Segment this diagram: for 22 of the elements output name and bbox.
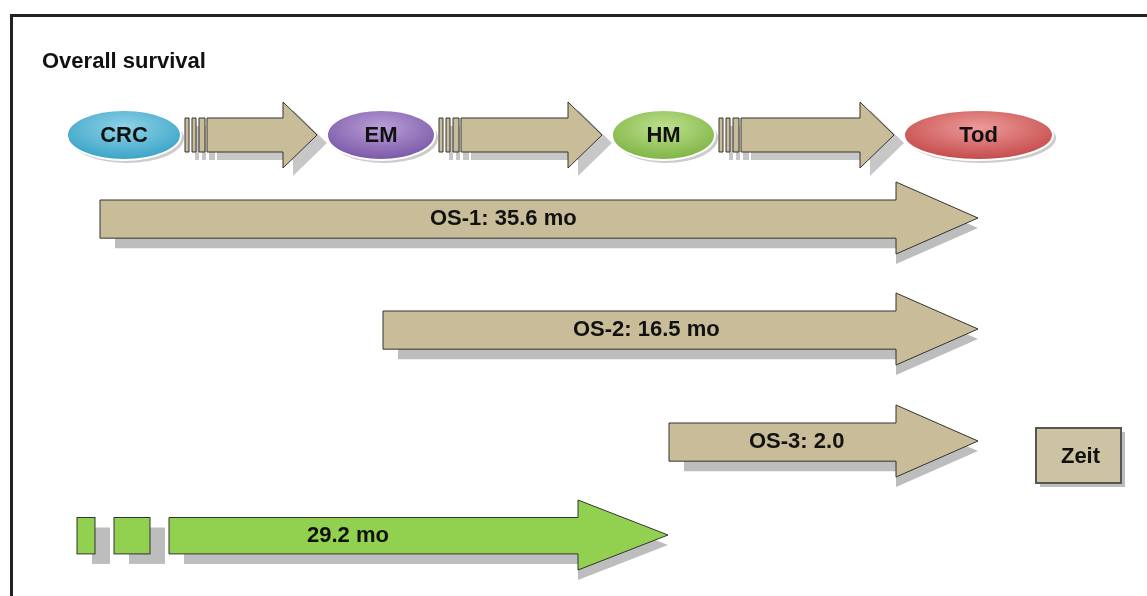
node-label: HM (646, 122, 681, 148)
node-label: OS-2: 16.5 mo (573, 315, 720, 342)
stage-ellipse (610, 108, 717, 162)
node-label: 29.2 mo (307, 522, 389, 549)
node-label: CRC (100, 122, 148, 148)
block-arrow (184, 101, 327, 176)
block-arrow (438, 101, 612, 176)
duration-band (100, 182, 978, 262)
node-label: Zeit (1060, 442, 1101, 469)
node-label: OS-3: 2.0 (749, 427, 845, 454)
stage-ellipse (325, 108, 437, 162)
diagram-title: Overall survival (42, 48, 206, 74)
node-label: OS-1: 35.6 mo (430, 204, 577, 231)
duration-band (669, 405, 978, 485)
stage-ellipse (65, 108, 183, 162)
node-label: Tod (959, 122, 998, 148)
label-box (1036, 428, 1125, 487)
stage-ellipse (902, 108, 1055, 162)
duration-band (77, 500, 668, 578)
duration-band (383, 293, 978, 373)
block-arrow (718, 101, 904, 176)
node-label: EM (364, 122, 398, 148)
